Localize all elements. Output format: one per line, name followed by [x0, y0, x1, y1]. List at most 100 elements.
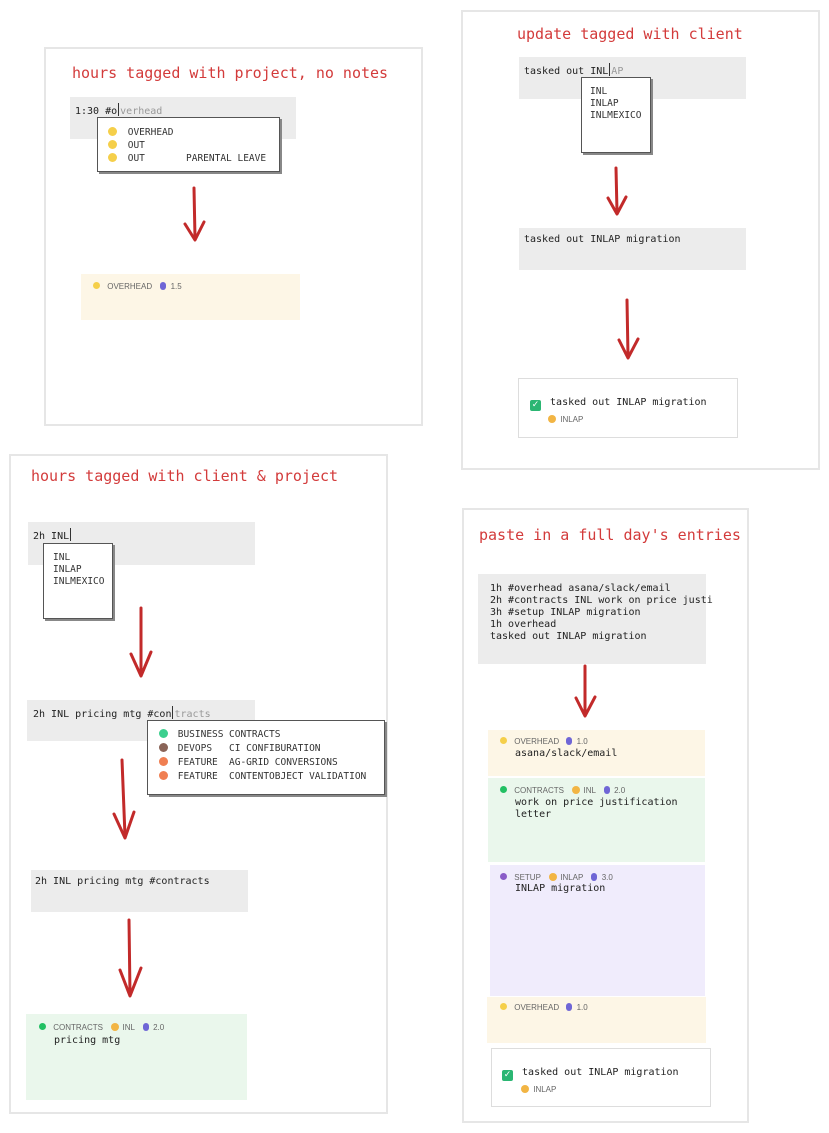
clock-icon [591, 873, 598, 881]
status-dot-icon [159, 771, 168, 780]
bulk-line: 1h #overhead asana/slack/email [490, 583, 671, 594]
project-label: OVERHEAD [107, 282, 153, 291]
project-dropdown [147, 720, 385, 795]
time-entry-card[interactable] [488, 778, 705, 862]
dropdown-option[interactable]: INLAP [590, 98, 619, 109]
down-arrow-icon [574, 664, 597, 718]
down-arrow-icon [606, 166, 628, 216]
dropdown-option[interactable]: INL [590, 86, 608, 97]
autocomplete-ghost: AP [611, 66, 624, 77]
dropdown-option[interactable]: FEATURE [159, 757, 218, 769]
client-icon [548, 415, 556, 423]
entry-input[interactable] [31, 870, 248, 912]
down-arrow-icon [617, 298, 640, 360]
dropdown-option[interactable]: INLAP [53, 564, 82, 575]
typed-text: 2h INL [33, 531, 70, 542]
down-arrow-icon [129, 606, 153, 678]
entry-meta: SETUP INLAP 3.0 [500, 873, 613, 883]
project-label: OVERHEAD [514, 737, 560, 746]
dropdown-option[interactable]: INLMEXICO [53, 576, 105, 587]
project-dot-icon [500, 786, 507, 793]
typed-text: tasked out INL [524, 66, 609, 77]
client-icon [521, 1085, 529, 1093]
status-dot-icon [108, 127, 117, 136]
project-dot-icon [500, 737, 507, 744]
client-label: INL [583, 786, 596, 795]
hours-label: 2.0 [614, 786, 626, 795]
client-label: INLAP [533, 1085, 557, 1094]
autocomplete-ghost: tracts [174, 709, 211, 720]
time-entry-card[interactable] [488, 730, 705, 776]
entry-meta: OVERHEAD 1.0 [500, 737, 588, 747]
bulk-line: 1h overhead [490, 619, 557, 630]
hours-label: 1.0 [576, 1003, 588, 1012]
task-card[interactable] [518, 378, 738, 438]
task-text-row: ✓ tasked out INLAP migration [502, 1067, 679, 1081]
text-caret [609, 63, 611, 76]
text-caret [70, 528, 72, 541]
clock-icon [160, 282, 167, 290]
project-label: SETUP [514, 873, 541, 882]
checkbox-checked-icon[interactable]: ✓ [502, 1070, 513, 1081]
project-dot-icon [500, 873, 507, 880]
status-dot-icon [159, 743, 168, 752]
hours-label: 1.0 [576, 737, 588, 746]
status-dot-icon [108, 140, 117, 149]
dropdown-option[interactable]: INLMEXICO [590, 110, 642, 121]
clock-icon [603, 786, 610, 794]
client-dropdown [581, 77, 651, 153]
clock-icon [566, 737, 573, 745]
entry-input-text: 2h INL [33, 528, 72, 543]
clock-icon [566, 1003, 573, 1011]
dropdown-option-name: PARENTAL LEAVE [186, 153, 267, 164]
project-label: CONTRACTS [514, 786, 565, 795]
dropdown-option[interactable]: BUSINESS [159, 729, 224, 741]
dropdown-option[interactable]: OUT [108, 140, 145, 152]
time-entry-card[interactable] [487, 997, 706, 1043]
entry-note: INLAP migration [515, 883, 606, 894]
status-dot-icon [159, 729, 168, 738]
dropdown-option-name: CONTENTOBJECT VALIDATION [229, 771, 367, 782]
client-icon [111, 1023, 120, 1031]
bulk-entry-input[interactable] [478, 574, 706, 664]
task-text: tasked out INLAP migration [522, 1067, 679, 1078]
task-card[interactable] [491, 1048, 711, 1107]
panel-title: hours tagged with client & project [31, 467, 339, 485]
typed-text: 1:30 #o [75, 106, 118, 117]
entry-note: pricing mtg [54, 1035, 121, 1046]
entry-input-text: tasked out INLAP migration [524, 234, 681, 245]
dropdown-option-name: CONTRACTS [229, 729, 281, 740]
entry-note: work on price justification [515, 797, 678, 808]
task-meta: INLAP [521, 1085, 556, 1095]
dropdown-option[interactable]: INL [53, 552, 71, 563]
time-entry-card[interactable] [490, 865, 705, 996]
checkbox-checked-icon[interactable]: ✓ [530, 400, 541, 411]
status-dot-icon [108, 153, 117, 162]
entry-meta: CONTRACTS INL 2.0 [39, 1023, 164, 1033]
bulk-line: 3h #setup INLAP migration [490, 607, 641, 618]
dropdown-option[interactable]: FEATURE [159, 771, 218, 783]
entry-input[interactable] [519, 228, 746, 270]
hours-label: 1.5 [170, 282, 182, 291]
project-dropdown [97, 117, 280, 172]
status-dot-icon [159, 757, 168, 766]
entry-note: letter [515, 809, 552, 820]
panel-title: paste in a full day's entries [479, 526, 741, 544]
client-label: INL [122, 1023, 135, 1032]
bulk-line: 2h #contracts INL work on price justi [490, 595, 713, 606]
dropdown-option[interactable]: OUT [108, 153, 145, 165]
dropdown-option-name: AG-GRID CONVERSIONS [229, 757, 338, 768]
task-meta: INLAP [548, 415, 583, 425]
task-text: tasked out INLAP migration [550, 397, 707, 408]
time-entry-card[interactable] [26, 1014, 247, 1100]
client-icon [549, 873, 557, 881]
project-label: CONTRACTS [53, 1023, 104, 1032]
dropdown-option[interactable]: DEVOPS [159, 743, 212, 755]
text-caret [172, 706, 174, 719]
panel-title: hours tagged with project, no notes [72, 64, 389, 82]
time-entry-card[interactable] [81, 274, 300, 320]
dropdown-option[interactable]: OVERHEAD [108, 127, 174, 139]
typed-text: 2h INL pricing mtg #con [33, 709, 172, 720]
project-dot-icon [500, 1003, 507, 1010]
